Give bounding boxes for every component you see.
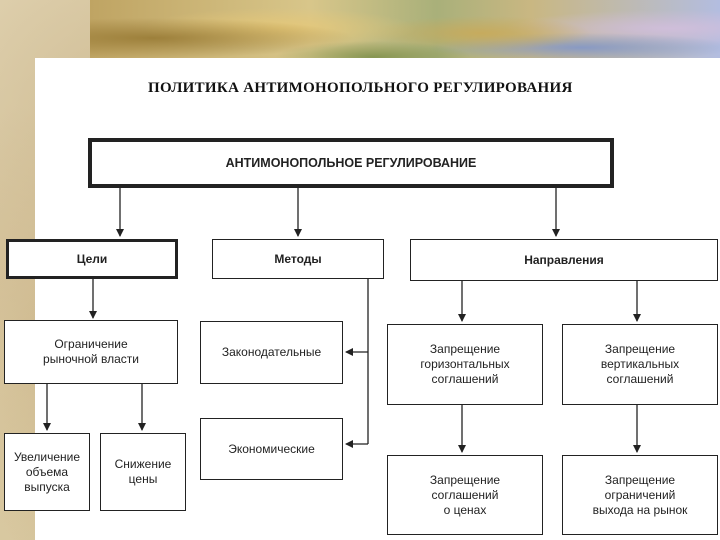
node-legislative: Законодательные bbox=[200, 321, 343, 384]
node-ban-vertical-agreements: Запрещение вертикальных соглашений bbox=[562, 324, 718, 405]
node-antimonopoly-regulation: АНТИМОНОПОЛЬНОЕ РЕГУЛИРОВАНИЕ bbox=[88, 138, 614, 188]
node-reduce-price: Снижение цены bbox=[100, 433, 186, 511]
node-increase-output: Увеличение объема выпуска bbox=[4, 433, 90, 511]
node-ban-price-agreements: Запрещение соглашений о ценах bbox=[387, 455, 543, 535]
node-limit-market-power: Ограничение рыночной власти bbox=[4, 320, 178, 384]
page-title: ПОЛИТИКА АНТИМОНОПОЛЬНОГО РЕГУЛИРОВАНИЯ bbox=[148, 80, 573, 96]
node-economic: Экономические bbox=[200, 418, 343, 480]
node-ban-market-entry-restrictions: Запрещение ограничений выхода на рынок bbox=[562, 455, 718, 535]
node-methods: Методы bbox=[212, 239, 384, 279]
node-directions: Направления bbox=[410, 239, 718, 281]
node-goals: Цели bbox=[6, 239, 178, 279]
node-ban-horizontal-agreements: Запрещение горизонтальных соглашений bbox=[387, 324, 543, 405]
